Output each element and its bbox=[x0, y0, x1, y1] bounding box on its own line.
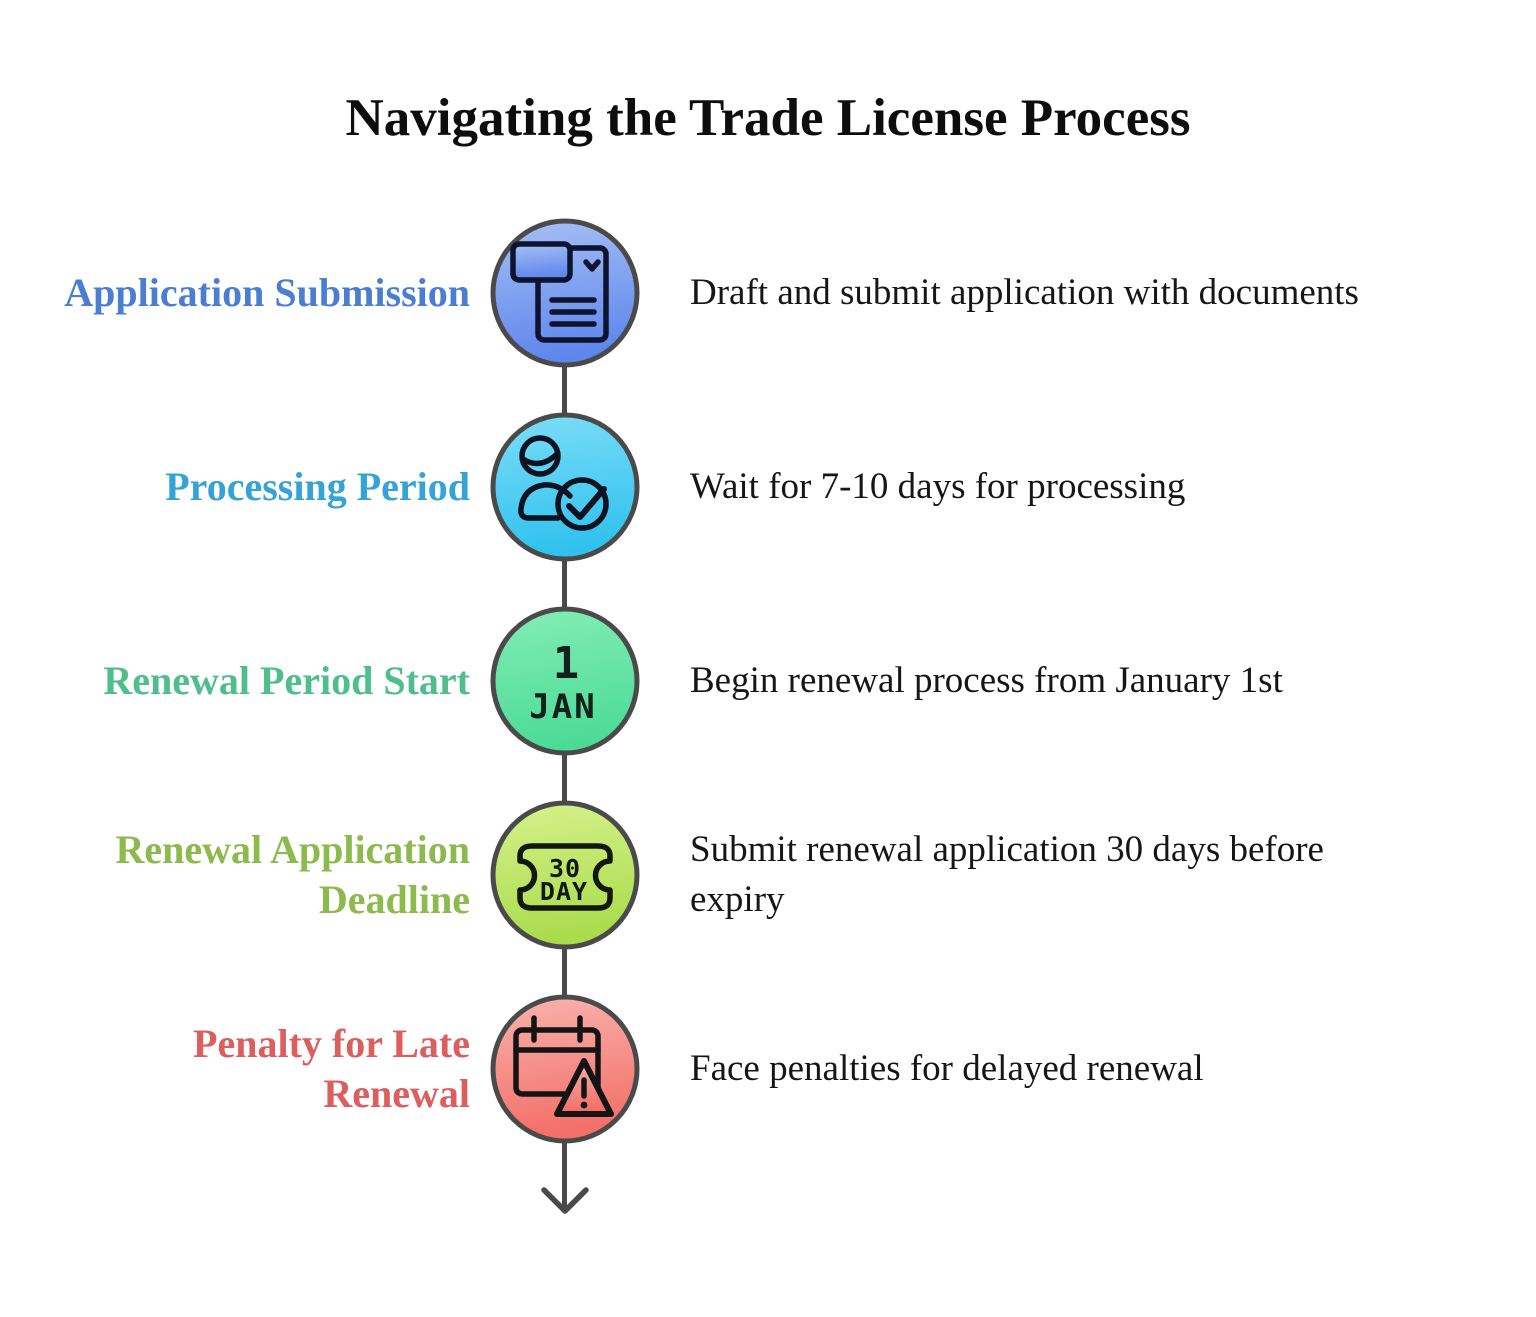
step-penalty-for-late-renewal: Penalty for Late Renewal bbox=[0, 972, 1536, 1166]
step-processing-period: Processing Period Wait for 7-10 days bbox=[0, 390, 1536, 584]
ticket-days-number-text: 30 bbox=[549, 854, 581, 883]
step-application-submission: Application Submission Dra bbox=[0, 196, 1536, 390]
step-renewal-application-deadline: Renewal Application Deadline 30 DAY Subm… bbox=[0, 778, 1536, 972]
step-label: Renewal Period Start bbox=[103, 658, 470, 703]
step-label: Penalty for Late Renewal bbox=[193, 1021, 470, 1116]
calendar-alert-icon bbox=[490, 994, 640, 1144]
calendar-date-icon: 1 JAN bbox=[490, 606, 640, 756]
step-description: Wait for 7-10 days for processing bbox=[690, 466, 1186, 508]
timeline-arrow-down-icon bbox=[541, 1187, 589, 1214]
step-description: Draft and submit application with docume… bbox=[690, 272, 1359, 314]
step-description: Begin renewal process from January 1st bbox=[690, 660, 1283, 702]
document-check-icon bbox=[490, 218, 640, 368]
step-label: Processing Period bbox=[165, 464, 470, 509]
step-description: Submit renewal application 30 days befor… bbox=[690, 829, 1324, 920]
ticket-30-day-icon: 30 DAY bbox=[490, 800, 640, 950]
step-description: Face penalties for delayed renewal bbox=[690, 1048, 1204, 1090]
step-renewal-period-start: Renewal Period Start 1 JAN Begin renewal… bbox=[0, 584, 1536, 778]
date-day-text: 1 bbox=[553, 638, 580, 689]
date-month-text: JAN bbox=[529, 687, 596, 727]
ticket-days-word-text: DAY bbox=[540, 877, 588, 906]
page-title: Navigating the Trade License Process bbox=[345, 89, 1191, 147]
step-label: Renewal Application Deadline bbox=[115, 827, 470, 922]
person-check-icon bbox=[490, 412, 640, 562]
step-label: Application Submission bbox=[64, 270, 470, 315]
timeline: Application Submission Dra bbox=[0, 196, 1536, 1214]
